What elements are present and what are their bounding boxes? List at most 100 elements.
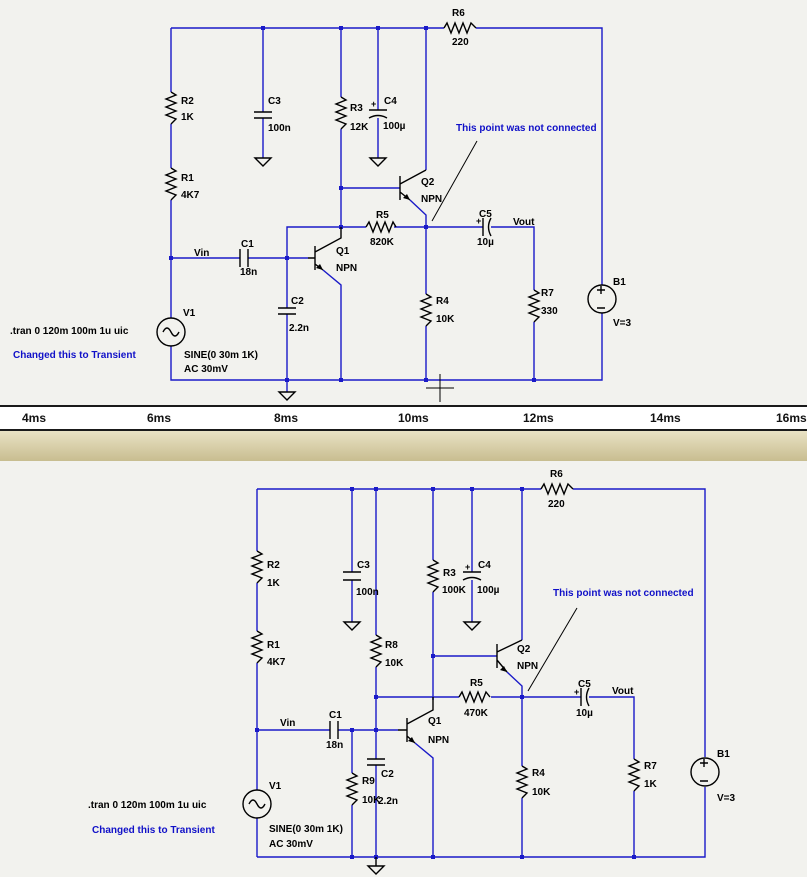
resistor-r4[interactable]: R4 10K xyxy=(515,765,551,799)
bottom-junctions xyxy=(255,487,636,859)
svg-text:4K7: 4K7 xyxy=(267,657,286,668)
svg-text:18n: 18n xyxy=(326,740,343,751)
svg-text:C3: C3 xyxy=(268,96,281,107)
svg-text:R5: R5 xyxy=(376,210,389,221)
svg-text:100µ: 100µ xyxy=(477,585,500,596)
svg-text:10K: 10K xyxy=(532,787,551,798)
svg-text:10µ: 10µ xyxy=(477,237,494,248)
comment-changed-transient: Changed this to Transient xyxy=(92,825,215,836)
svg-text:NPN: NPN xyxy=(428,735,449,746)
resistor-r5[interactable]: R5 820K xyxy=(365,210,397,248)
svg-text:2.2n: 2.2n xyxy=(289,323,309,334)
svg-text:10K: 10K xyxy=(362,795,381,806)
svg-text:12K: 12K xyxy=(350,122,369,133)
resistor-r3[interactable]: R3 12K xyxy=(334,96,369,133)
svg-text:R6: R6 xyxy=(452,8,465,19)
svg-text:10K: 10K xyxy=(436,314,455,325)
pane-splitter[interactable] xyxy=(0,431,807,462)
vout-net-label: Vout xyxy=(612,686,634,697)
capacitor-c4[interactable]: + C4 100µ xyxy=(368,96,406,167)
resistor-r7[interactable]: R7 330 xyxy=(527,288,558,323)
svg-text:V=3: V=3 xyxy=(717,793,736,804)
resistor-r6[interactable]: R6 220 xyxy=(443,8,477,48)
svg-text:18n: 18n xyxy=(240,267,257,278)
svg-text:1K: 1K xyxy=(267,578,281,589)
resistor-r2[interactable]: R2 1K xyxy=(250,550,281,589)
svg-text:C5: C5 xyxy=(578,679,591,690)
ruler-tick: 14ms xyxy=(650,411,681,425)
svg-text:100n: 100n xyxy=(268,123,291,134)
resistor-r4[interactable]: R4 10K xyxy=(419,293,455,327)
svg-text:10K: 10K xyxy=(385,658,404,669)
resistor-r3[interactable]: R3 100K xyxy=(426,559,467,596)
svg-text:4K7: 4K7 xyxy=(181,190,200,201)
svg-text:NPN: NPN xyxy=(336,263,357,274)
svg-text:R3: R3 xyxy=(350,103,363,114)
tran-directive[interactable]: .tran 0 120m 100m 1u uic xyxy=(10,326,129,337)
svg-text:C4: C4 xyxy=(384,96,397,107)
svg-text:NPN: NPN xyxy=(517,661,538,672)
resistor-r8[interactable]: R8 10K xyxy=(369,634,404,669)
svg-text:R9: R9 xyxy=(362,776,375,787)
svg-text:470K: 470K xyxy=(464,708,489,719)
ruler-tick: 8ms xyxy=(274,411,299,425)
svg-text:Q2: Q2 xyxy=(517,644,531,655)
voltage-source-v1[interactable]: V1 SINE(0 30m 1K) AC 30mV xyxy=(242,781,343,850)
voltage-source-v1[interactable]: V1 SINE(0 30m 1K) AC 30mV xyxy=(156,308,258,375)
battery-b1[interactable]: B1 V=3 xyxy=(690,749,736,804)
resistor-r6[interactable]: R6 220 xyxy=(540,469,574,510)
resistor-r9[interactable]: R9 10K xyxy=(345,772,381,806)
note-pointer-line xyxy=(527,607,578,692)
svg-text:B1: B1 xyxy=(717,749,730,760)
top-schematic-panel[interactable]: R6 220 R2 1K R1 4K7 C3 100n R3 12K + C4 … xyxy=(0,0,807,405)
svg-text:1K: 1K xyxy=(644,779,658,790)
tran-directive[interactable]: .tran 0 120m 100m 1u uic xyxy=(88,800,207,811)
resistor-r7[interactable]: R7 1K xyxy=(627,758,658,792)
resistor-r5[interactable]: R5 470K xyxy=(458,678,491,719)
capacitor-c2[interactable]: C2 2.2n xyxy=(277,296,309,401)
svg-text:R7: R7 xyxy=(644,761,657,772)
transistor-q2[interactable]: Q2 NPN xyxy=(496,639,538,673)
resistor-r1[interactable]: R1 4K7 xyxy=(164,167,200,201)
svg-text:R2: R2 xyxy=(181,96,194,107)
svg-text:NPN: NPN xyxy=(421,194,442,205)
time-axis-ruler[interactable]: 4ms 6ms 8ms 10ms 12ms 14ms 16ms xyxy=(0,405,807,431)
battery-b1[interactable]: B1 V=3 xyxy=(587,277,632,329)
capacitor-c5[interactable]: + C5 10µ xyxy=(574,679,593,719)
capacitor-c3[interactable]: C3 100n xyxy=(342,560,379,631)
transistor-q2[interactable]: Q2 NPN xyxy=(399,169,442,205)
capacitor-c2[interactable]: C2 2.2n xyxy=(367,758,398,807)
capacitor-c1[interactable]: C1 18n xyxy=(239,239,257,278)
ruler-tick: 16ms xyxy=(776,411,807,425)
ruler-tick: 4ms xyxy=(22,411,47,425)
resistor-r2[interactable]: R2 1K xyxy=(164,91,195,125)
capacitor-c3[interactable]: C3 100n xyxy=(253,96,291,167)
comment-changed-transient: Changed this to Transient xyxy=(13,350,136,361)
svg-text:R5: R5 xyxy=(470,678,483,689)
svg-text:220: 220 xyxy=(548,499,565,510)
resistor-r1[interactable]: R1 4K7 xyxy=(250,630,286,668)
note-pointer-line xyxy=(431,140,478,222)
svg-text:R6: R6 xyxy=(550,469,563,480)
svg-text:R4: R4 xyxy=(436,296,449,307)
svg-text:C2: C2 xyxy=(381,769,394,780)
top-schematic: R6 220 R2 1K R1 4K7 C3 100n R3 12K + C4 … xyxy=(10,8,632,402)
svg-text:220: 220 xyxy=(452,37,469,48)
transistor-q1[interactable]: Q1 NPN xyxy=(398,697,449,746)
ruler-tick: 12ms xyxy=(523,411,554,425)
svg-text:V1: V1 xyxy=(183,308,196,319)
capacitor-c4[interactable]: + C4 100µ xyxy=(462,560,500,631)
svg-text:C4: C4 xyxy=(478,560,491,571)
transistor-q1[interactable]: Q1 NPN xyxy=(308,227,357,274)
capacitor-c1[interactable]: C1 18n xyxy=(326,710,343,751)
svg-text:2.2n: 2.2n xyxy=(378,796,398,807)
bottom-wires xyxy=(256,488,706,858)
bottom-schematic-panel[interactable]: R6 220 R2 1K R1 4K7 C3 100n R3 100K + C4… xyxy=(0,461,807,877)
crosshair-cursor-icon xyxy=(426,374,454,402)
capacitor-c5[interactable]: + C5 10µ xyxy=(476,209,494,248)
svg-text:Q1: Q1 xyxy=(428,716,442,727)
svg-text:B1: B1 xyxy=(613,277,626,288)
top-junctions xyxy=(169,26,536,382)
note-not-connected: This point was not connected xyxy=(456,123,597,134)
svg-text:10µ: 10µ xyxy=(576,708,593,719)
